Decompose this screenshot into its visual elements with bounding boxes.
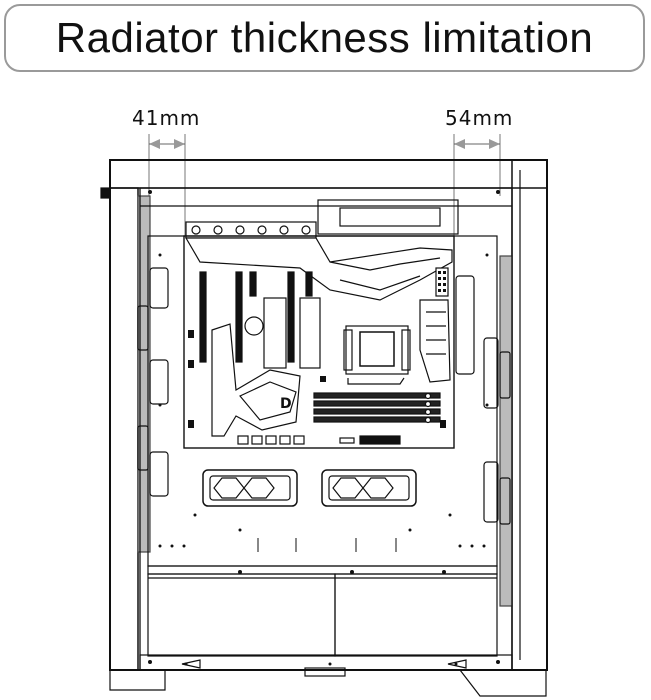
inner-chassis: [139, 187, 513, 671]
right-dimension-arrow: [453, 134, 501, 236]
bottom-cable-windows: [202, 469, 417, 507]
motherboard: D: [183, 235, 455, 449]
left-radiator-dimension-label: 41mm: [132, 106, 201, 130]
left-dimension-arrow: [148, 134, 186, 236]
psu-shroud: [147, 570, 498, 669]
right-radiator-dimension-label: 54mm: [445, 106, 514, 130]
title-banner: Radiator thickness limitation: [4, 4, 645, 72]
left-cable-cutouts: [137, 267, 169, 497]
right-cable-cutouts: [455, 275, 511, 525]
svg-text:D: D: [280, 396, 292, 412]
page-title: Radiator thickness limitation: [55, 14, 594, 61]
case-outline: [100, 159, 548, 697]
